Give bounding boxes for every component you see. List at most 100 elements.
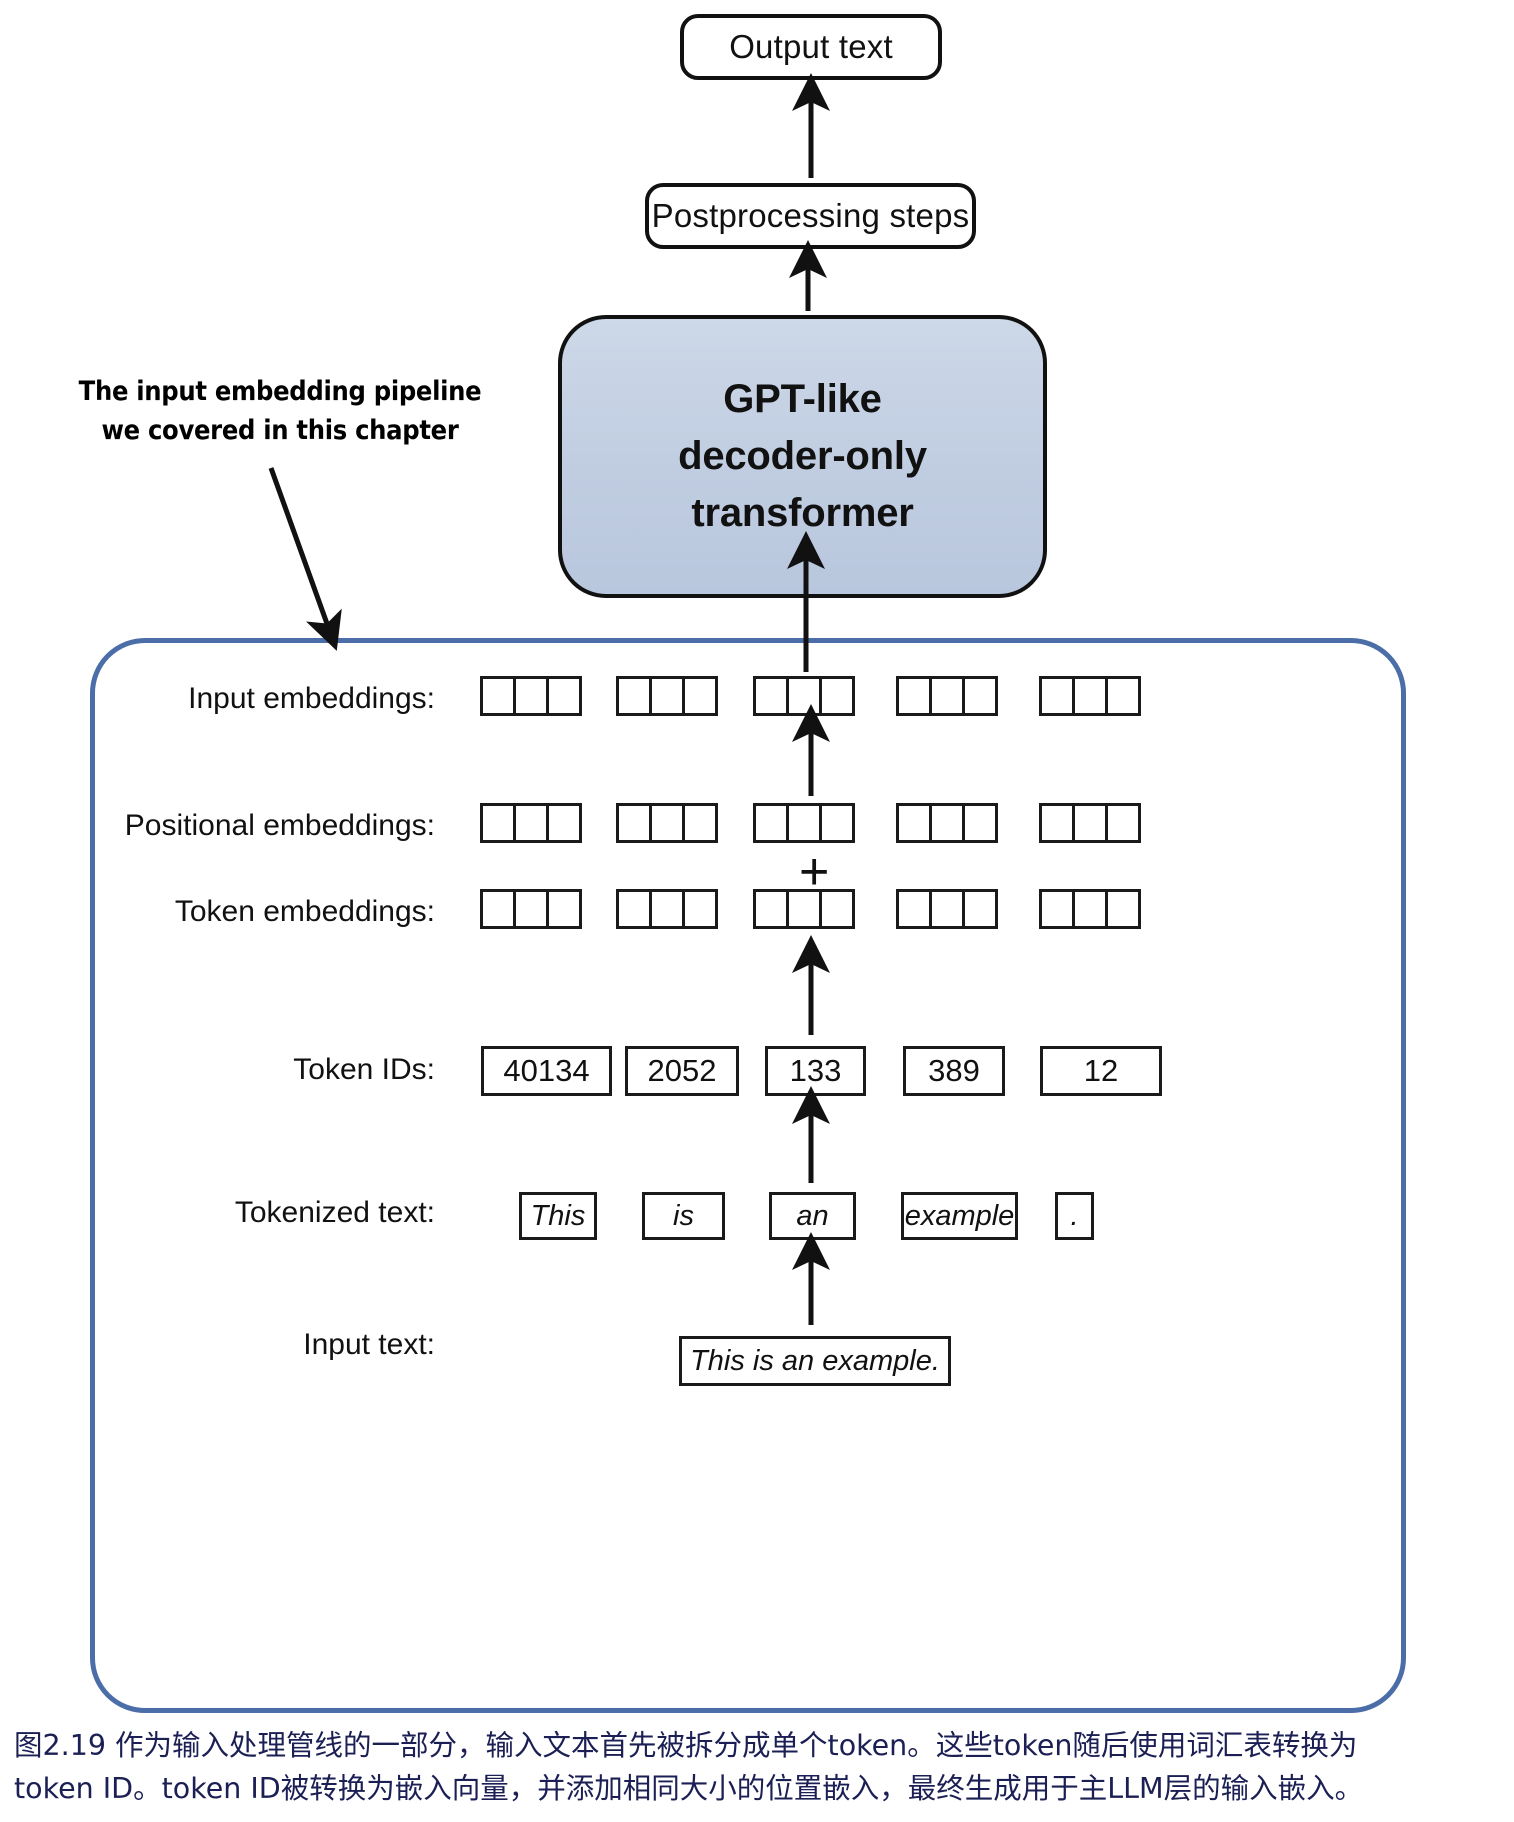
positional-embeddings-cell — [753, 803, 789, 843]
input-embeddings-cell — [546, 676, 582, 716]
tokenized-text-value: example — [904, 1199, 1015, 1232]
row-label-input-embeddings: Input embeddings: — [120, 682, 435, 716]
input-embeddings-label: Input embeddings: — [188, 682, 435, 715]
positional-embeddings-label: Positional embeddings: — [124, 809, 435, 842]
token-embeddings-cell — [513, 889, 549, 929]
input-embeddings-cell — [480, 676, 516, 716]
positional-embeddings-cell — [616, 803, 652, 843]
token-embeddings-cell — [616, 889, 652, 929]
pipeline-annotation: The input embedding pipeline we covered … — [70, 372, 490, 450]
output-text-box: Output text — [680, 14, 942, 80]
input-embeddings-group — [753, 676, 855, 716]
positional-embeddings-cell — [962, 803, 998, 843]
input-embeddings-cell — [513, 676, 549, 716]
input-embeddings-group — [1039, 676, 1141, 716]
tokenized-text-box: . — [1055, 1192, 1094, 1240]
input-embedding-pipeline-container — [90, 638, 1406, 1713]
token-embeddings-cell — [480, 889, 516, 929]
token-embeddings-cell — [546, 889, 582, 929]
token-id-box: 40134 — [481, 1046, 612, 1096]
token-ids-label: Token IDs: — [293, 1053, 435, 1086]
input-embeddings-cell — [1105, 676, 1141, 716]
postprocessing-label: Postprocessing steps — [651, 197, 970, 234]
row-label-input-text: Input text: — [135, 1328, 435, 1362]
input-embeddings-cell — [753, 676, 789, 716]
token-id-box: 133 — [765, 1046, 866, 1096]
token-id-value: 133 — [789, 1053, 842, 1088]
input-embeddings-cell — [649, 676, 685, 716]
positional-embeddings-group — [1039, 803, 1141, 843]
token-embeddings-group — [1039, 889, 1141, 929]
positional-embeddings-cell — [546, 803, 582, 843]
input-embeddings-cell — [616, 676, 652, 716]
row-label-token-ids: Token IDs: — [135, 1053, 435, 1087]
token-embeddings-group — [480, 889, 582, 929]
token-embeddings-cell — [1105, 889, 1141, 929]
input-embeddings-cell — [896, 676, 932, 716]
token-id-box: 389 — [903, 1046, 1005, 1096]
positional-embeddings-cell — [513, 803, 549, 843]
row-label-token-embeddings: Token embeddings: — [100, 895, 435, 929]
caption-line-2: token ID。token ID被转换为嵌入向量，并添加相同大小的位置嵌入，最… — [14, 1772, 1364, 1806]
token-id-value: 2052 — [647, 1053, 717, 1088]
transformer-line-1: GPT-like — [723, 377, 882, 422]
input-embeddings-cell — [786, 676, 822, 716]
transformer-label: GPT-like decoder-only transformer — [678, 371, 927, 541]
input-embeddings-cell — [929, 676, 965, 716]
token-id-box: 2052 — [625, 1046, 739, 1096]
input-text-value: This is an example. — [690, 1344, 940, 1377]
positional-embeddings-group — [753, 803, 855, 843]
positional-embeddings-cell — [682, 803, 718, 843]
tokenized-text-value: is — [673, 1199, 694, 1232]
token-embeddings-cell — [929, 889, 965, 929]
tokenized-text-value: . — [1070, 1200, 1079, 1232]
transformer-block: GPT-like decoder-only transformer — [558, 315, 1047, 598]
positional-embeddings-cell — [1039, 803, 1075, 843]
input-embeddings-cell — [819, 676, 855, 716]
positional-embeddings-cell — [819, 803, 855, 843]
token-id-value: 389 — [928, 1053, 980, 1088]
token-id-value: 40134 — [503, 1053, 590, 1088]
transformer-line-3: transformer — [691, 490, 914, 535]
input-embeddings-group — [616, 676, 718, 716]
postprocessing-box: Postprocessing steps — [645, 183, 976, 249]
token-id-value: 12 — [1083, 1053, 1119, 1088]
input-embeddings-group — [896, 676, 998, 716]
transformer-line-2: decoder-only — [678, 434, 927, 479]
positional-embeddings-cell — [649, 803, 685, 843]
token-embeddings-cell — [896, 889, 932, 929]
token-embeddings-cell — [682, 889, 718, 929]
caption-line-1: 图2.19 作为输入处理管线的一部分，输入文本首先被拆分成单个token。这些t… — [14, 1729, 1358, 1762]
positional-embeddings-cell — [896, 803, 932, 843]
positional-embeddings-cell — [480, 803, 516, 843]
token-embeddings-cell — [753, 889, 789, 929]
positional-embeddings-group — [480, 803, 582, 843]
tokenized-text-box: example — [901, 1192, 1018, 1240]
token-embeddings-cell — [1072, 889, 1108, 929]
tokenized-text-value: This — [530, 1199, 586, 1232]
positional-embeddings-group — [616, 803, 718, 843]
tokenized-text-box: This — [519, 1192, 597, 1240]
token-embeddings-cell — [649, 889, 685, 929]
token-embeddings-group — [896, 889, 998, 929]
token-embeddings-group — [616, 889, 718, 929]
input-embeddings-cell — [1039, 676, 1075, 716]
input-text-box: This is an example. — [679, 1336, 951, 1386]
annotation-pointer-arrow — [268, 467, 342, 651]
input-embeddings-group — [480, 676, 582, 716]
tokenized-text-box: is — [642, 1192, 725, 1240]
token-embeddings-cell — [1039, 889, 1075, 929]
token-embeddings-group — [753, 889, 855, 929]
input-embeddings-cell — [1072, 676, 1108, 716]
annotation-line-1: The input embedding pipeline — [78, 376, 482, 407]
output-text-label: Output text — [729, 28, 893, 65]
positional-embeddings-cell — [786, 803, 822, 843]
token-id-box: 12 — [1040, 1046, 1162, 1096]
positional-embeddings-cell — [929, 803, 965, 843]
tokenized-text-label: Tokenized text: — [234, 1196, 435, 1229]
plus-glyph: + — [799, 843, 830, 901]
plus-symbol: + — [799, 846, 829, 898]
token-embeddings-cell — [962, 889, 998, 929]
input-text-label: Input text: — [303, 1328, 435, 1361]
figure-caption: 图2.19 作为输入处理管线的一部分，输入文本首先被拆分成单个token。这些t… — [14, 1724, 1504, 1811]
